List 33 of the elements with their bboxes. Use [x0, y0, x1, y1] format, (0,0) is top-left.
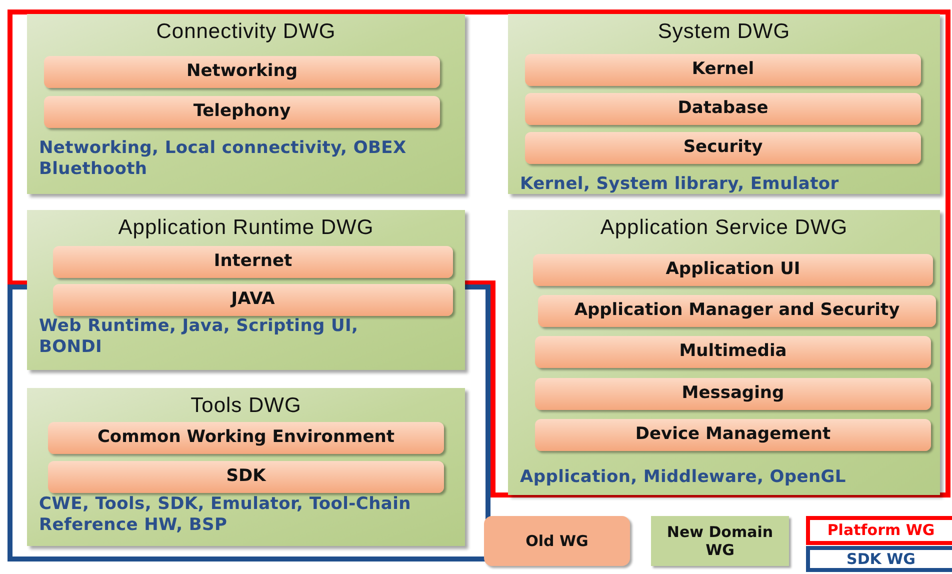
panel-description: Web Runtime, Java, Scripting UI, BONDI — [39, 316, 360, 358]
panel-description: Application, Middleware, OpenGL — [520, 467, 847, 488]
legend-outline-sample: Platform WG — [806, 516, 952, 545]
component-box: JAVA — [53, 284, 453, 316]
component-box: Telephony — [44, 96, 440, 128]
component-box: Application UI — [533, 254, 933, 286]
domain-panel — [508, 14, 940, 194]
component-box: Internet — [53, 246, 453, 278]
panel-heading: Application Runtime DWG — [117, 216, 375, 240]
domain-panel — [27, 210, 465, 370]
component-box: SDK — [48, 461, 444, 493]
component-box: Kernel — [525, 54, 921, 86]
panel-heading: Application Service DWG — [599, 216, 849, 240]
panel-heading: Tools DWG — [190, 394, 302, 418]
component-box: Application Manager and Security — [538, 295, 936, 327]
panel-heading: System DWG — [656, 20, 792, 44]
component-box: Device Management — [535, 419, 931, 451]
legend-outline-sample: SDK WG — [806, 546, 952, 572]
component-box: Database — [525, 93, 921, 125]
component-box: Common Working Environment — [48, 422, 444, 454]
component-box: Multimedia — [535, 336, 931, 368]
domain-panel — [508, 210, 940, 495]
component-box: Messaging — [535, 378, 931, 410]
panel-description: CWE, Tools, SDK, Emulator, Tool-Chain Reference HW, BSP — [39, 494, 412, 536]
component-box: Security — [525, 132, 921, 164]
panel-description: Networking, Local connectivity, OBEX Bluethooth — [39, 138, 408, 180]
panel-description: Kernel, System library, Emulator — [520, 174, 840, 195]
panel-heading: Connectivity DWG — [155, 20, 337, 44]
legend-swatch: Old WG — [484, 516, 630, 566]
domain-panel — [27, 14, 465, 194]
domain-panel — [27, 388, 465, 546]
legend-swatch: New Domain WG — [651, 516, 789, 566]
component-box: Networking — [44, 56, 440, 88]
